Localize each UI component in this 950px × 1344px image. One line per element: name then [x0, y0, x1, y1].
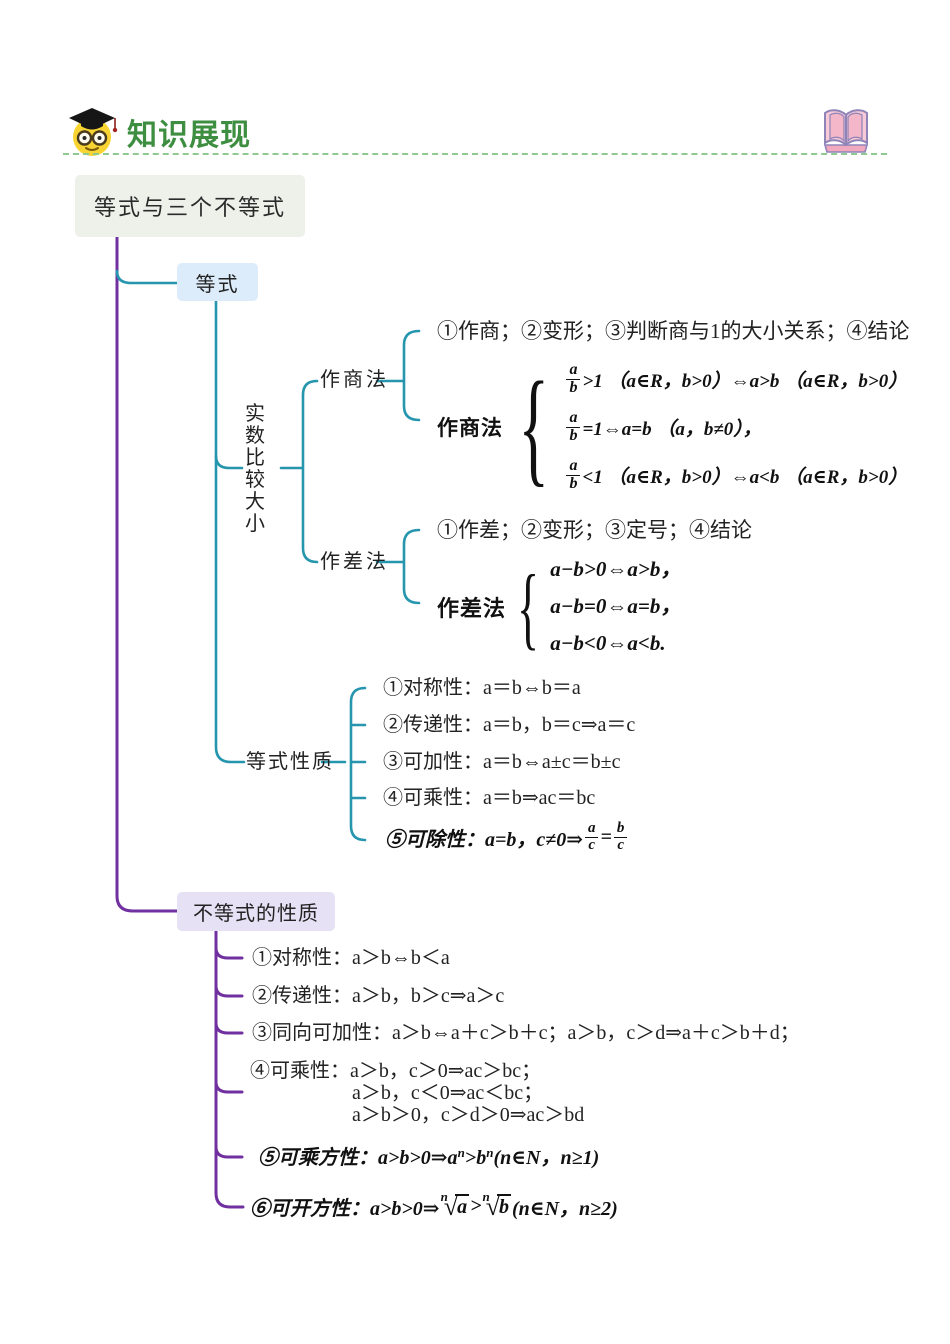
- item5-prefix: ⑤可除性：a=b，c≠0⇒: [385, 828, 584, 851]
- budengshi-item-3: ③同向可加性：a＞b⇔a＋c＞b＋c；a＞b，c＞d⇒a＋c＞b＋d；: [252, 1022, 800, 1044]
- formula-row-text: a−b=0⇔a=b，: [550, 594, 682, 618]
- zuochafa-steps: ①作差；②变形；③定号；④结论: [437, 518, 752, 542]
- purple-item-hooks: [214, 946, 244, 1159]
- item5-equals: =: [600, 825, 612, 848]
- teal-shishu-bracket: [279, 379, 319, 564]
- node-dengshi-label: 等式: [195, 273, 240, 296]
- root-node: 等式与三个不等式: [75, 175, 305, 237]
- purple-budengshi-trunk: [214, 929, 245, 1209]
- green-dashed-divider: [63, 153, 887, 155]
- budengshi-item-5: ⑤可乘方性：a>b>0⇒an>bn(n∈N，n≥1): [258, 1145, 600, 1172]
- item5-prefix: ⑤可乘方性：a>b>0⇒a: [258, 1147, 458, 1169]
- budengshi-item-4: ④可乘性：a＞b，c＞0⇒ac＞bc； a＞b，c＜0⇒ac＜bc； a＞b＞0…: [250, 1060, 584, 1126]
- node-shishu-bijiao-label: 实数比较大小: [245, 403, 265, 535]
- fraction-denominator: b: [566, 426, 581, 445]
- xingzhi-item-4: ④可乘性：a＝b⇒ac＝bc: [383, 787, 596, 809]
- formula-row-text: <1 （a∈R，b>0）⇔a<b （a∈R，b>0）: [582, 466, 908, 488]
- fraction-denominator: b: [566, 378, 581, 397]
- formula-row-text: >1 （a∈R，b>0）⇔a>b （a∈R，b>0）: [582, 370, 908, 392]
- node-dengshi: 等式: [177, 263, 258, 301]
- nth-root: n√b: [482, 1189, 511, 1221]
- exponent-n: n: [457, 1145, 465, 1160]
- item5-mid: >b: [464, 1147, 487, 1169]
- fraction-denominator: b: [566, 474, 581, 493]
- open-book-icon: [818, 106, 874, 161]
- budengshi-item-1: ①对称性：a＞b⇔b＜a: [252, 947, 450, 969]
- radical-sign: √: [485, 1191, 500, 1221]
- item6-suffix: (n∈N，n≥2): [512, 1198, 618, 1220]
- node-zuochafa-label: 作差法: [320, 551, 389, 573]
- item6-mid: >: [470, 1195, 482, 1217]
- item6-prefix: ⑥可开方性：a>b>0⇒: [250, 1198, 440, 1220]
- root-node-label: 等式与三个不等式: [93, 195, 286, 220]
- fraction-denominator: c: [585, 836, 599, 854]
- budengshi-item-6: ⑥可开方性：a>b>0⇒ n√a > n√b (n∈N，n≥2): [250, 1189, 618, 1221]
- node-xingzhi-label: 等式性质: [246, 751, 334, 773]
- formula-row-text: =1⇔a=b （a，b≠0），: [582, 418, 762, 440]
- item5-suffix: (n∈N，n≥1): [493, 1147, 600, 1169]
- left-brace: {: [517, 555, 540, 658]
- zuochafa-formula: 作差法 { a−b>0⇔a>b， a−b=0⇔a=b， a−b<0⇔a<b.: [437, 551, 681, 662]
- xingzhi-item-1: ①对称性：a＝b⇔b＝a: [383, 677, 581, 699]
- fraction-denominator: c: [614, 836, 627, 854]
- zuoshangfa-steps: ①作商；②变形；③判断商与1的大小关系；④结论: [437, 319, 910, 343]
- item4-line-3: a＞b＞0，c＞d＞0⇒ac＞bd: [352, 1104, 585, 1126]
- scholar-emoji-icon: [69, 108, 118, 156]
- root-index: n: [440, 1188, 448, 1204]
- nth-root: n√a: [441, 1189, 470, 1221]
- root-index: n: [482, 1188, 490, 1204]
- formula-row-text: a−b<0⇔a<b.: [550, 631, 666, 655]
- left-brace: {: [518, 356, 550, 498]
- fraction-numerator: a: [569, 456, 578, 474]
- budengshi-item-2: ②传递性：a＞b，b＞c⇒a＞c: [252, 985, 505, 1007]
- radicand: a: [455, 1194, 470, 1218]
- section-header: 知识展现: [63, 106, 251, 158]
- teal-dengshi-trunk: [214, 299, 246, 764]
- radicand: b: [497, 1194, 511, 1218]
- page-title: 知识展现: [127, 119, 251, 152]
- zuochafa-formula-label: 作差法: [437, 595, 507, 621]
- xingzhi-item-2: ②传递性：a＝b，b＝c⇒a＝c: [383, 714, 636, 736]
- teal-shishu-hook: [214, 454, 244, 470]
- radical-sign: √: [443, 1191, 459, 1221]
- teal-dengshi-branch: [115, 269, 179, 285]
- node-zuoshangfa-label: 作商法: [320, 369, 389, 391]
- item4-line-2: a＞b，c＜0⇒ac＜bc；: [352, 1082, 544, 1104]
- formula-row-text: a−b>0⇔a>b，: [550, 557, 682, 581]
- zuoshangfa-formula-label: 作商法: [437, 416, 503, 440]
- fraction-numerator: a: [588, 820, 596, 836]
- item4-line-1: ④可乘性：a＞b，c＞0⇒ac＞bc；: [250, 1060, 542, 1082]
- fraction-numerator: a: [569, 408, 578, 426]
- purple-trunk-line: [115, 235, 179, 913]
- node-budengshi-label: 不等式的性质: [193, 903, 319, 925]
- xingzhi-item-3: ③可加性：a＝b⇔a±c＝b±c: [383, 751, 621, 773]
- node-budengshi: 不等式的性质: [177, 892, 335, 931]
- exponent-n: n: [486, 1145, 494, 1160]
- fraction-numerator: b: [616, 820, 625, 836]
- fraction-numerator: a: [569, 360, 578, 378]
